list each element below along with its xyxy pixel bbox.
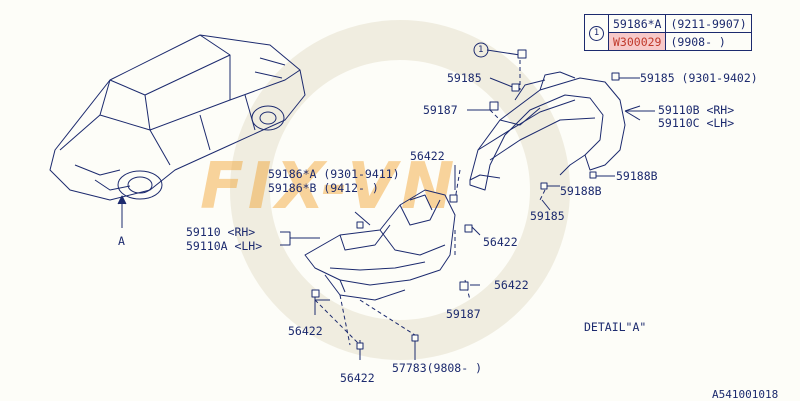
callout-56422-right: 56422 (494, 278, 529, 292)
callout-59110b: 59110B <RH> (658, 103, 735, 117)
circle-marker-icon: 1 (589, 26, 604, 41)
callout-56422-bottom: 56422 (340, 371, 375, 385)
reference-marker: 1 (584, 14, 609, 51)
watermark-text: FIX-VN (200, 150, 459, 224)
reference-row-1: 1 59186*A (9211-9907) (584, 14, 752, 51)
callout-59185-right: 59185 (9301-9402) (640, 71, 758, 85)
fender-liner (304, 189, 456, 301)
callout-59187-low: 59187 (446, 307, 481, 321)
callout-59188b-right: 59188B (616, 169, 658, 183)
callout-59110: 59110 <RH> (186, 225, 256, 239)
callout-59185-top: 59185 (447, 71, 482, 85)
reference-row-2: W300029 (9908- ) (585, 32, 752, 51)
view-marker-a: A (118, 234, 125, 248)
circle-ref-1-number: 1 (478, 45, 484, 55)
callout-59110c: 59110C <LH> (658, 116, 735, 130)
circle-ref-1 (473, 42, 489, 58)
reference-range-1: (9211-9907) (665, 14, 752, 33)
callout-57783: 57783(9808- ) (392, 361, 483, 375)
callout-59188b-left: 59188B (560, 184, 602, 198)
callout-59186a: 59186*A (9301-9411) (268, 167, 400, 181)
callout-59186b: 59186*B (9412- ) (268, 181, 379, 195)
car-illustration (49, 34, 306, 201)
wheel-liner-rh (469, 71, 626, 191)
callout-56422-top: 56422 (410, 149, 445, 163)
reference-part-2: W300029 (607, 32, 667, 51)
reference-part-1: 59186*A (607, 14, 667, 33)
callout-56422-mid: 56422 (483, 235, 518, 249)
callout-59187-top: 59187 (423, 103, 458, 117)
reference-table: 1 59186*A (9211-9907) W300029 (9908- ) (584, 14, 752, 51)
callout-56422-left: 56422 (288, 324, 323, 338)
diagram-id: A541001018 (712, 388, 779, 401)
callout-59110a: 59110A <LH> (186, 239, 263, 253)
detail-label: DETAIL"A" (584, 320, 647, 334)
callout-59185-mid: 59185 (530, 209, 565, 223)
reference-range-2: (9908- ) (665, 32, 752, 51)
